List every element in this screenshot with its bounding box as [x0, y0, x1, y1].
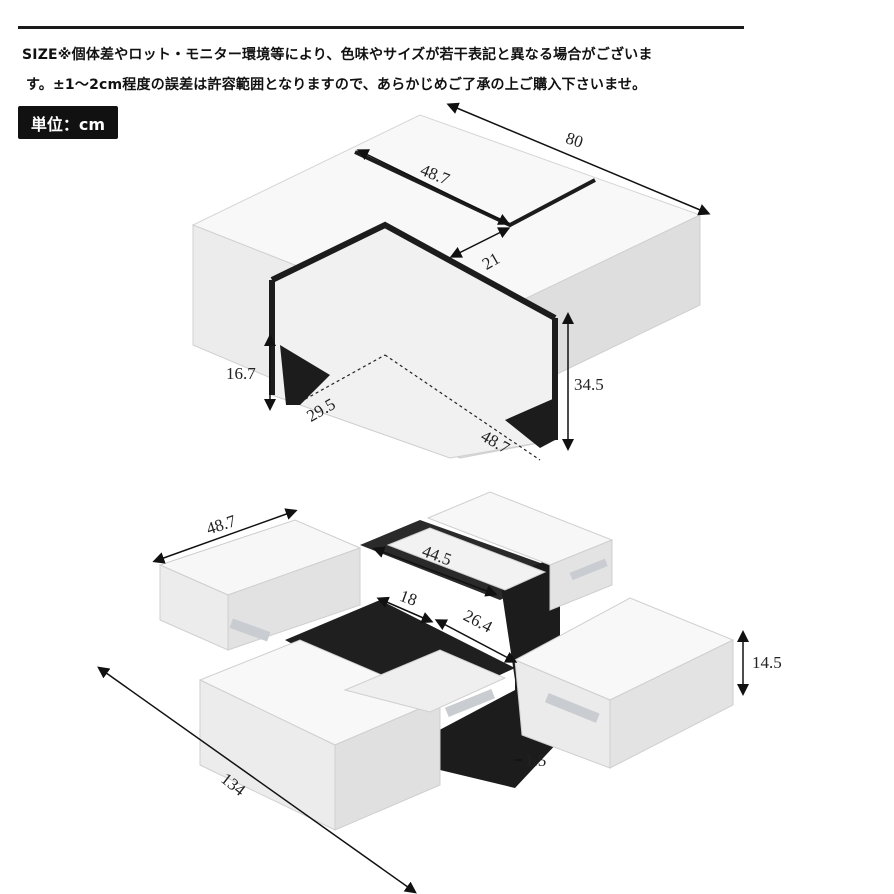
- unit-badge: 単位：cm: [18, 106, 118, 139]
- size-note-line-2: す。±1〜2cm程度の誤差は許容範囲となりますので、あらかじめご了承の上ご購入下…: [26, 77, 647, 93]
- closed-table-illustration: [191, 114, 702, 461]
- open-drawers-illustration: [158, 491, 735, 831]
- size-note-line-1: SIZE※個体差やロット・モニター環境等により、色味やサイズが若干表記と異なる場…: [22, 47, 653, 63]
- dim-side-height-16-7: 16.7: [226, 364, 256, 383]
- dim-width-80: 80: [563, 128, 585, 151]
- dim-inner-gap-18: 18: [397, 586, 419, 610]
- dim-total-height-34-5: 34.5: [574, 375, 604, 394]
- top-rule: [18, 26, 744, 29]
- dim-diagonal-26-4: 26.4: [460, 606, 496, 637]
- dim-drawer-length-48-7: 48.7: [204, 511, 239, 538]
- dim-drawer-height-14-5: 14.5: [752, 653, 782, 672]
- dim-panel-thickness-1-5: 1.5: [525, 751, 546, 770]
